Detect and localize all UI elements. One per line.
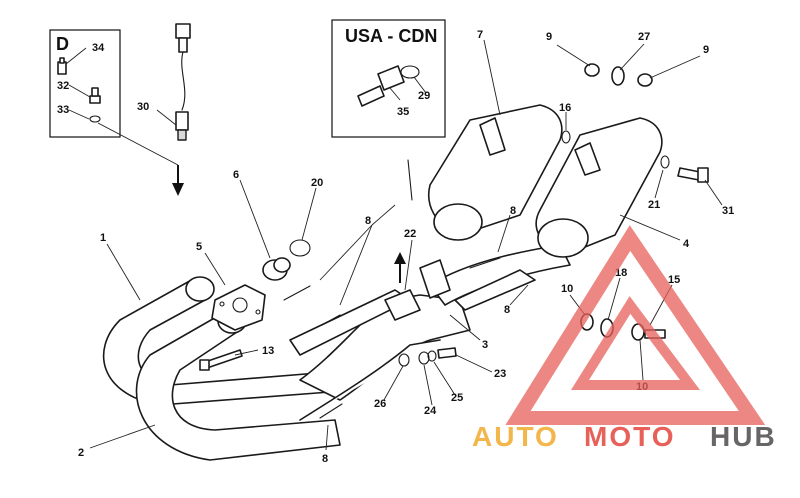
gasket-20 <box>289 239 311 257</box>
callout-35: 35 <box>397 106 409 118</box>
callout-8a: 8 <box>365 215 371 227</box>
up-arrow-icon <box>394 252 406 283</box>
watermark-triangle-outer <box>505 225 766 425</box>
inset-d-title: D <box>56 34 69 54</box>
lambda-sensor-30 <box>175 23 191 141</box>
watermark-triangle-inner <box>570 296 700 390</box>
silencer-7 <box>428 104 563 241</box>
inset-usa-title: USA - CDN <box>345 26 437 46</box>
callout-8d: 8 <box>322 453 328 465</box>
callout-15: 15 <box>668 274 680 286</box>
washer-21 <box>660 155 670 169</box>
watermark-moto: MOTO <box>584 421 675 452</box>
callout-8b: 8 <box>510 205 516 217</box>
callout-32: 32 <box>57 80 69 92</box>
mount-parts-23-26 <box>398 347 457 367</box>
bracket-22 <box>384 259 451 321</box>
callout-3: 3 <box>482 339 488 351</box>
bolt-13 <box>199 349 243 371</box>
callout-9b: 9 <box>703 44 709 56</box>
callout-31: 31 <box>722 205 734 217</box>
callout-22: 22 <box>404 228 416 240</box>
down-arrow-icon <box>172 165 184 196</box>
callout-16: 16 <box>559 102 571 114</box>
watermark-logo <box>505 225 766 425</box>
callout-24: 24 <box>424 405 437 417</box>
callout-13: 13 <box>262 345 274 357</box>
callout-33: 33 <box>57 104 69 116</box>
callout-8c: 8 <box>504 304 510 316</box>
callout-4: 4 <box>683 238 690 250</box>
callout-27: 27 <box>638 31 650 43</box>
callout-26: 26 <box>374 398 386 410</box>
callout-23: 23 <box>494 368 506 380</box>
callout-34: 34 <box>92 42 105 54</box>
callout-6: 6 <box>233 169 239 181</box>
header-pipes <box>102 244 571 461</box>
bolt-31 <box>677 167 709 183</box>
bolt-9-27 <box>584 63 653 87</box>
watermark-hub: HUB <box>710 421 777 452</box>
callout-7: 7 <box>477 29 483 41</box>
inset-d: D <box>49 29 121 138</box>
springs-8 <box>283 159 501 419</box>
inset-usa-cdn: USA - CDN <box>331 19 446 138</box>
callout-10a: 10 <box>561 283 573 295</box>
watermark-text: AUTO MOTO HUB <box>472 421 777 452</box>
bolt-32 <box>89 87 101 104</box>
callout-20: 20 <box>311 177 323 189</box>
callout-5: 5 <box>196 241 202 253</box>
silencer-4 <box>535 117 663 258</box>
callout-29: 29 <box>418 90 430 102</box>
sensor-35 <box>357 65 405 107</box>
callout-30: 30 <box>137 101 149 113</box>
washer-29 <box>400 65 420 79</box>
callout-25: 25 <box>451 392 463 404</box>
callout-21: 21 <box>648 199 660 211</box>
callout-numbers: 1 2 3 4 5 6 7 8 8 8 8 9 9 10 10 13 15 16… <box>57 29 734 465</box>
plug-34 <box>57 57 67 75</box>
washer-16 <box>561 130 571 144</box>
watermark-auto: AUTO <box>472 421 559 452</box>
washer-33 <box>89 115 101 123</box>
grommet-6 <box>262 257 291 281</box>
callout-9a: 9 <box>546 31 552 43</box>
callout-1: 1 <box>100 232 106 244</box>
callout-2: 2 <box>78 447 84 459</box>
